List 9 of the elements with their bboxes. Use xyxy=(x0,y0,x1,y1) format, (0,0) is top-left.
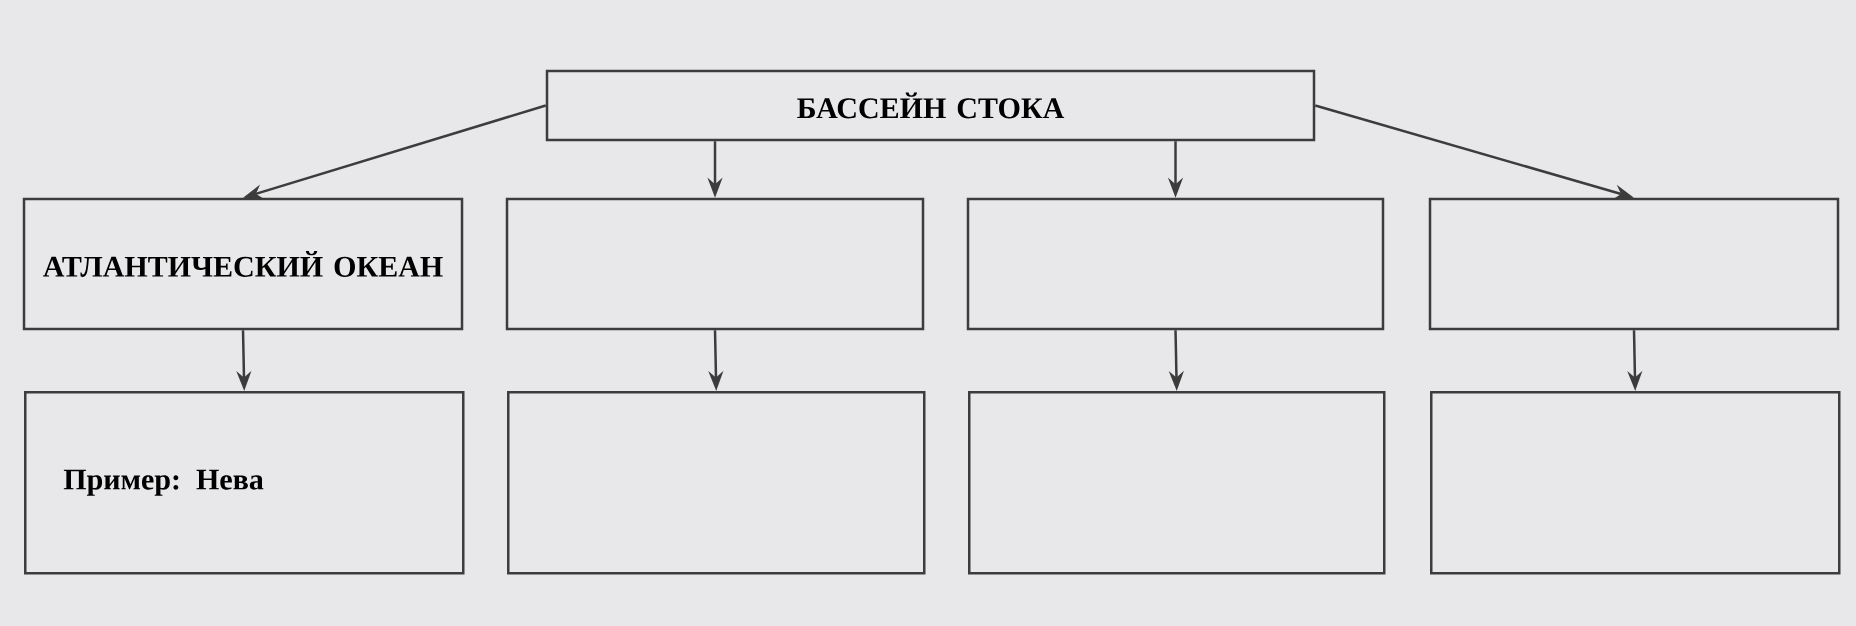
empty-box xyxy=(505,197,925,331)
empty-box xyxy=(968,391,1386,575)
empty-box xyxy=(1430,391,1841,575)
text-box: АТЛАНТИЧЕСКИЙ ОКЕАН xyxy=(22,197,464,331)
text-box: Пример: Нева xyxy=(24,391,465,575)
empty-box xyxy=(966,197,1385,331)
heading-box: БАССЕЙН СТОКА xyxy=(545,69,1316,142)
empty-box xyxy=(507,391,926,575)
empty-box xyxy=(1428,197,1840,331)
